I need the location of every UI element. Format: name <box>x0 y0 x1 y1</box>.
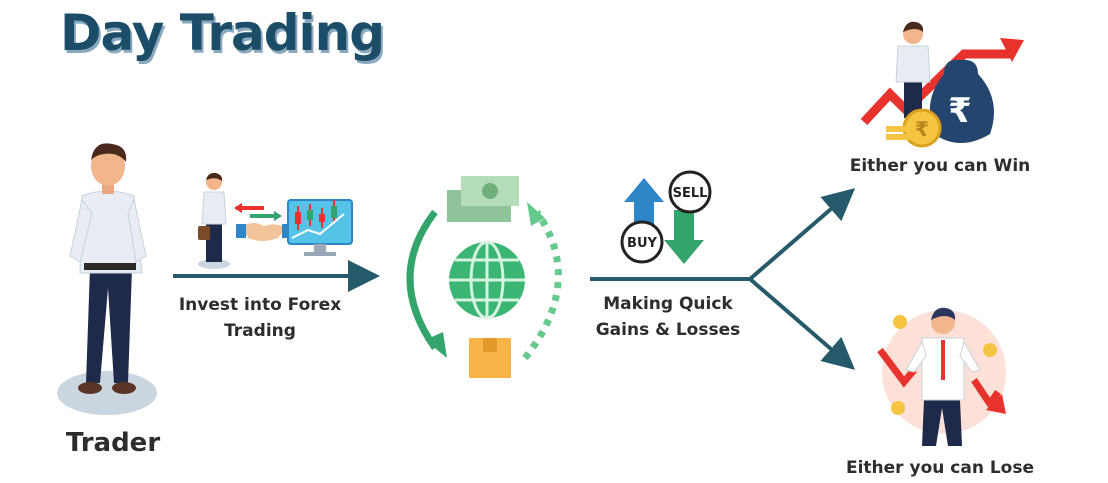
buy-sell-icon: BUY SELL <box>620 170 712 264</box>
rupee-coin-icon: ₹ <box>915 117 929 141</box>
globe-icon <box>449 240 525 320</box>
lose-arrow <box>748 277 856 370</box>
cash-icon <box>447 176 519 222</box>
exchange-cycle <box>406 176 562 378</box>
invest-label: Invest into Forex Trading <box>178 295 342 341</box>
sell-badge: SELL <box>673 186 708 201</box>
trader-figure <box>57 143 157 415</box>
win-label: Either you can Win <box>849 156 1031 176</box>
trader-label: Trader <box>65 428 161 458</box>
quick-label: Making Quick Gains & Losses <box>595 294 741 340</box>
page-title: Day Trading <box>60 4 385 62</box>
lose-label: Either you can Lose <box>845 458 1034 478</box>
buy-badge: BUY <box>627 236 657 251</box>
invest-illustration <box>198 172 353 269</box>
win-arrow <box>748 188 856 281</box>
lose-illustration <box>877 307 1006 446</box>
box-icon <box>469 338 511 378</box>
win-illustration: ₹ ₹ <box>860 21 1024 148</box>
rupee-bag-icon: ₹ <box>948 91 972 131</box>
